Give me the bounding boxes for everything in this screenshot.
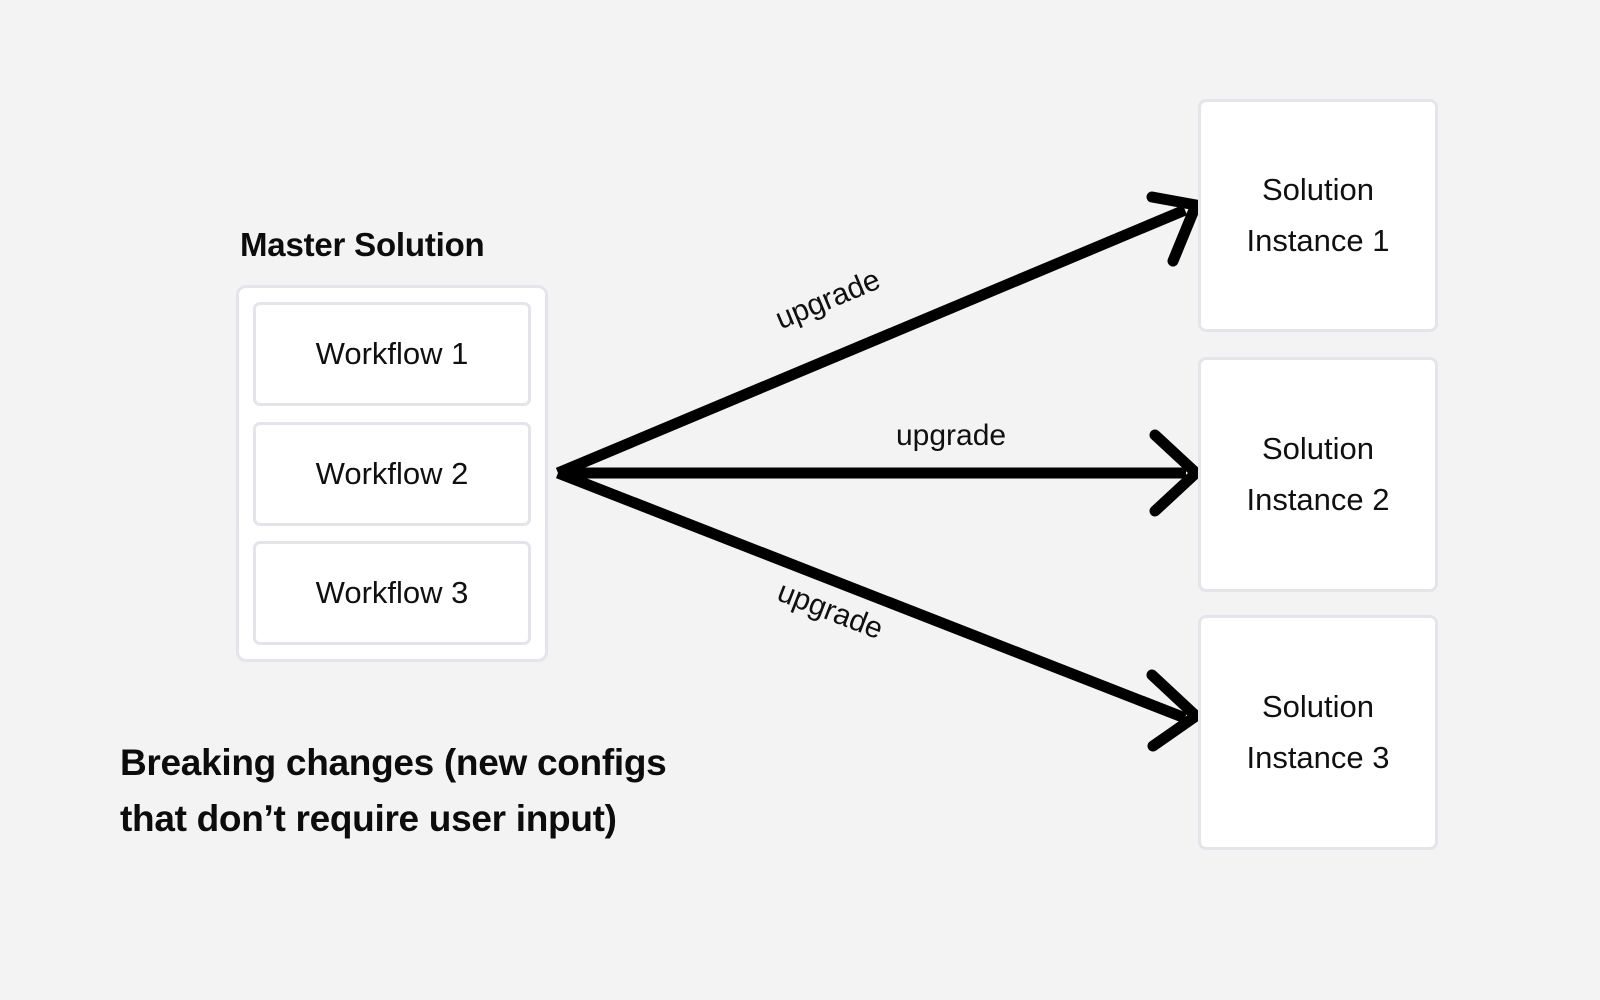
upgrade-arrow-2 <box>558 429 1202 517</box>
upgrade-label-3: upgrade <box>772 575 888 646</box>
solution-instance-label: Solution Instance 1 <box>1246 172 1390 258</box>
master-solution-title: Master Solution <box>240 226 485 263</box>
solution-instance-label: Solution Instance 3 <box>1246 689 1390 775</box>
workflow-item-label: Workflow 3 <box>315 575 469 610</box>
upgrade-arrow-1 <box>555 191 1202 479</box>
workflow-item-3[interactable]: Workflow 3 <box>253 541 531 645</box>
solution-instance-box-2[interactable]: Solution Instance 2 <box>1198 357 1438 592</box>
diagram-caption: Breaking changes (new configs that don’t… <box>120 742 667 840</box>
workflow-item-2[interactable]: Workflow 2 <box>253 421 531 526</box>
workflow-item-label: Workflow 1 <box>315 336 469 371</box>
workflow-item-1[interactable]: Workflow 1 <box>253 302 531 406</box>
workflow-item-label: Workflow 2 <box>315 455 469 491</box>
solution-instance-label: Solution Instance 2 <box>1246 431 1390 517</box>
upgrade-arrow-3 <box>555 467 1202 752</box>
master-solution-box: Workflow 1 Workflow 2 Workflow 3 <box>236 285 548 662</box>
upgrade-label-1: upgrade <box>770 263 886 337</box>
upgrade-label-2: upgrade <box>896 419 1007 452</box>
solution-instance-box-1[interactable]: Solution Instance 1 <box>1198 99 1438 332</box>
solution-instance-box-3[interactable]: Solution Instance 3 <box>1198 615 1438 850</box>
